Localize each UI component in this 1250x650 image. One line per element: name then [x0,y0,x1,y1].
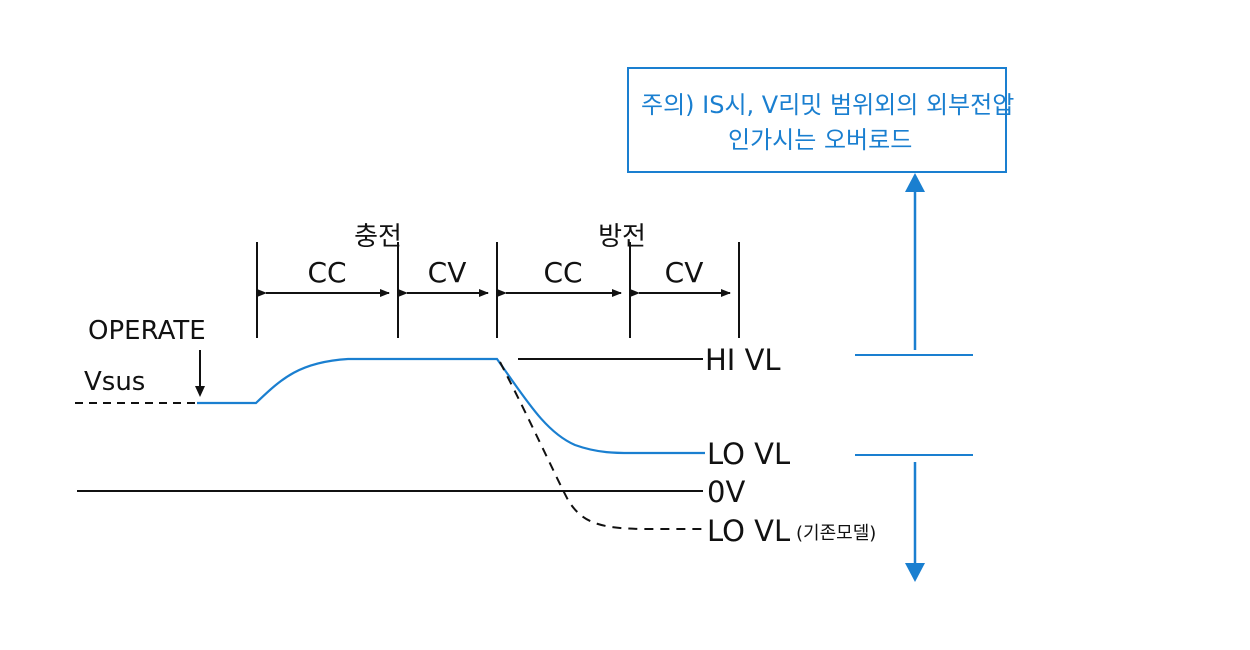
vsus-label: Vsus [84,367,145,397]
charge-cv-label: CV [428,256,467,289]
zero-volt-label: 0V [707,475,745,509]
notice-box [627,67,1007,173]
voltage-curve [197,357,705,455]
operate-arrow-icon [195,350,205,397]
discharge-cc-label: CC [543,256,582,289]
legacy-lo-vl-label: LO VL [707,514,790,548]
lo-vl-label: LO VL [707,437,790,471]
legacy-model-note: (기존모델) [796,523,876,544]
overload-notice: 주의) IS시, V리밋 범위외의 외부전압 인가시는 오버로드 [627,67,1014,173]
operate-label: OPERATE [88,316,206,346]
charge-cc-label: CC [307,256,346,289]
hi-vl-label: HI VL [705,343,781,377]
notice-line-1: 주의) IS시, V리밋 범위외의 외부전압 [641,91,1014,119]
discharge-cv-label: CV [665,256,704,289]
legacy-lo-vl-curve [499,361,705,530]
down-arrow-icon [905,462,925,582]
notice-line-2: 인가시는 오버로드 [728,126,912,154]
up-arrow-icon [905,173,925,350]
charge-phase-label: 충전 [354,222,402,252]
discharge-phase-label: 방전 [598,222,646,252]
